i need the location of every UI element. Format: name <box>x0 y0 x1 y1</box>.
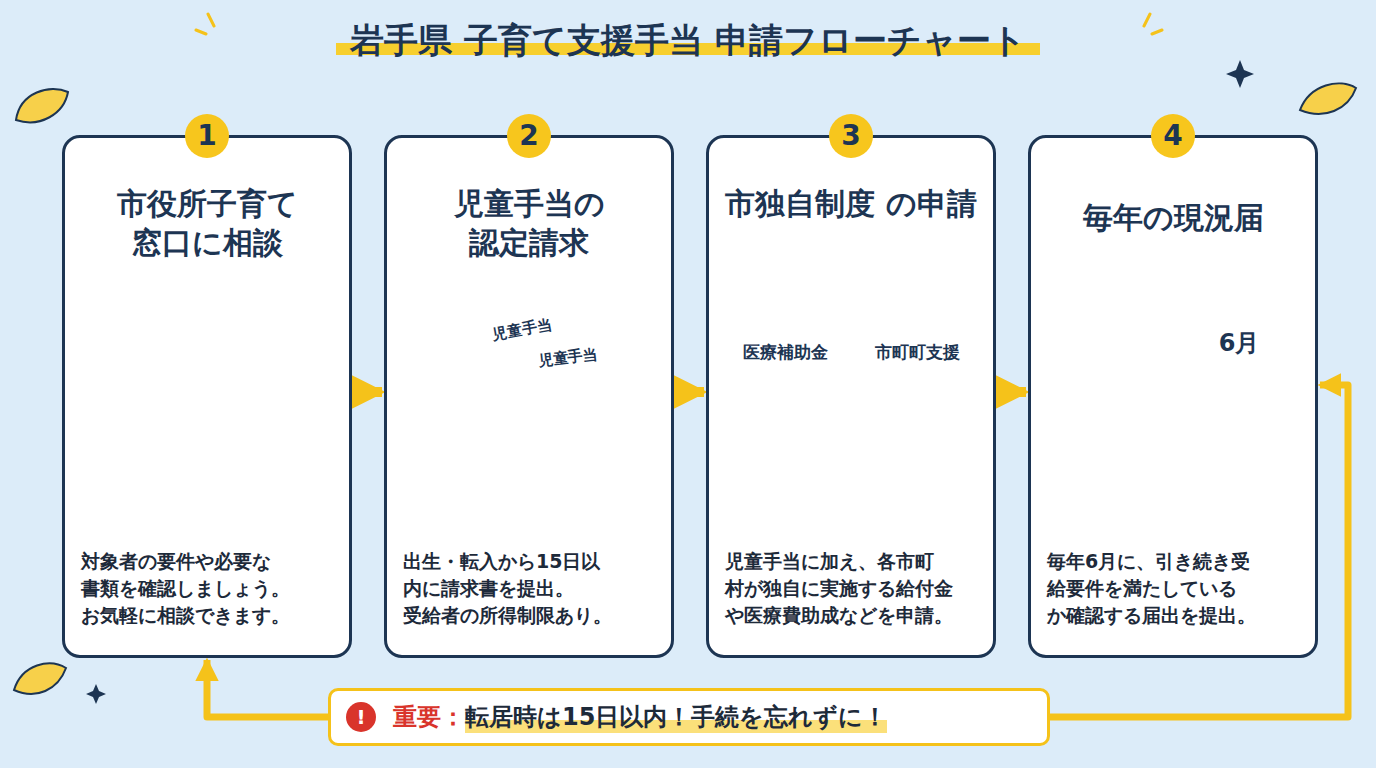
illustration-label: 6月 <box>1219 327 1260 359</box>
step-card: 4毎年の現況届毎年6月に、引き続き受 給要件を満たしている か確認する届出を提出… <box>1028 135 1318 658</box>
step-description: 出生・転入から15日以 内に請求書を提出。 受給者の所得制限あり。 <box>403 548 655 629</box>
notice-tag: 重要： <box>393 701 465 733</box>
step-number: 3 <box>829 114 873 158</box>
step-heading: 毎年の現況届 <box>1083 198 1264 237</box>
illustration-label: 医療補助金 <box>743 341 828 364</box>
title: 岩手県 子育て支援手当 申請フローチャート <box>336 20 1040 60</box>
step-card: 2児童手当の 認定請求出生・転入から15日以 内に請求書を提出。 受給者の所得制… <box>384 135 674 658</box>
flow-arrow <box>676 387 704 397</box>
step-card: 3市独自制度 の申請児童手当に加え、各市町 村が独自に実施する給付金 や医療費助… <box>706 135 996 658</box>
step-description: 対象者の要件や必要な 書類を確認しましょう。 お気軽に相談できます。 <box>81 548 333 629</box>
illustration-part <box>16 89 68 122</box>
flow-arrow <box>998 387 1026 397</box>
step-heading: 市独自制度 の申請 <box>725 184 976 223</box>
step-heading: 市役所子育て 窓口に相談 <box>81 184 333 262</box>
illustration-part <box>86 684 106 704</box>
step-number: 1 <box>185 114 229 158</box>
step-heading: 児童手当の 認定請求 <box>403 184 655 262</box>
flow-arrow <box>354 387 382 397</box>
step-description: 児童手当に加え、各市町 村が独自に実施する給付金 や医療費助成などを申請。 <box>725 548 977 629</box>
step-number: 2 <box>507 114 551 158</box>
illustration-part <box>14 663 66 693</box>
notice-text: 転居時は15日以内！手続を忘れずに！ <box>465 701 887 733</box>
title-bar: 岩手県 子育て支援手当 申請フローチャート <box>0 18 1376 64</box>
alert-icon: ! <box>346 702 376 732</box>
step-number: 4 <box>1151 114 1195 158</box>
step-description: 毎年6月に、引き続き受 給要件を満たしている か確認する届出を提出。 <box>1047 548 1299 629</box>
illustration-part <box>1300 83 1356 113</box>
notice-box: 重要：転居時は15日以内！手続を忘れずに！ <box>328 688 1050 746</box>
illustration-part <box>1226 60 1254 88</box>
step-card: 1市役所子育て 窓口に相談対象者の要件や必要な 書類を確認しましょう。 お気軽に… <box>62 135 352 658</box>
leaves <box>14 83 1356 693</box>
illustration-label: 市町町支援 <box>875 341 960 364</box>
